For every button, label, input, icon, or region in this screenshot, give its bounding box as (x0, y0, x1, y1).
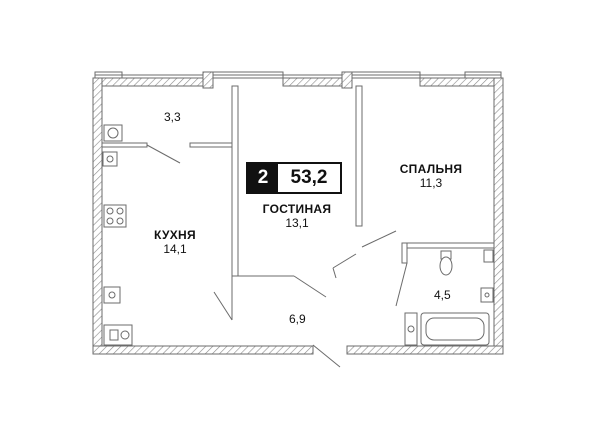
bath-sink-icon (480, 287, 494, 303)
wall-left (92, 77, 103, 355)
toilet-icon (439, 250, 453, 276)
windows (94, 71, 502, 79)
kitchen-area: 14,1 (163, 242, 187, 256)
bedroom-name: СПАЛЬНЯ (399, 162, 463, 176)
wall-bath-top (401, 242, 495, 249)
wall-bottom-right (346, 345, 504, 355)
bathtub-icon (420, 312, 490, 346)
wall-top-mid (282, 77, 344, 87)
washbasin-icon (404, 312, 418, 346)
total-area: 53,2 (278, 164, 340, 192)
pillar-left (202, 71, 214, 89)
wall-top-right (419, 77, 504, 87)
living-label: ГОСТИНАЯ 13,1 (254, 202, 340, 230)
bathroom-area: 4,5 (434, 288, 451, 302)
stove-icon (103, 204, 127, 228)
exterior-walls (92, 71, 504, 355)
door-entrance (312, 344, 341, 368)
living-name: ГОСТИНАЯ (262, 202, 332, 216)
door-kitchen (213, 291, 233, 321)
fixtures (102, 124, 494, 346)
living-area: 13,1 (285, 216, 309, 230)
hall-area: 6,9 (289, 312, 306, 326)
wall-right (493, 77, 504, 355)
wall-top-left (92, 77, 206, 87)
sink-icon (102, 151, 118, 167)
rooms-count: 2 (248, 164, 278, 192)
bedroom-area: 11,3 (419, 176, 443, 190)
kitchen-label: КУХНЯ 14,1 (142, 228, 208, 256)
door-bath (395, 262, 408, 307)
apartment-badge: 2 53,2 (246, 162, 342, 194)
kitchen-sink-icon (103, 286, 121, 304)
wall-living-bedroom (355, 85, 363, 227)
door-living-leaf (293, 275, 327, 298)
pillar-right (341, 71, 353, 89)
door-bedroom-leaf (361, 230, 397, 248)
bedroom-label: СПАЛЬНЯ 11,3 (388, 162, 474, 190)
door-storage (146, 144, 181, 164)
washer-icon (103, 324, 133, 346)
wall-kitchen-living (231, 85, 239, 277)
kitchen-name: КУХНЯ (154, 228, 196, 242)
towel-rail-icon (483, 249, 494, 263)
doors (146, 144, 408, 368)
wall-storage-right (189, 142, 233, 148)
wall-bath-left (401, 242, 408, 264)
door-bedroom (332, 253, 357, 269)
boiler-icon (103, 124, 123, 142)
storage-area: 3,3 (164, 110, 181, 124)
wall-storage-bottom (101, 142, 148, 148)
wall-bottom-left (92, 345, 314, 355)
